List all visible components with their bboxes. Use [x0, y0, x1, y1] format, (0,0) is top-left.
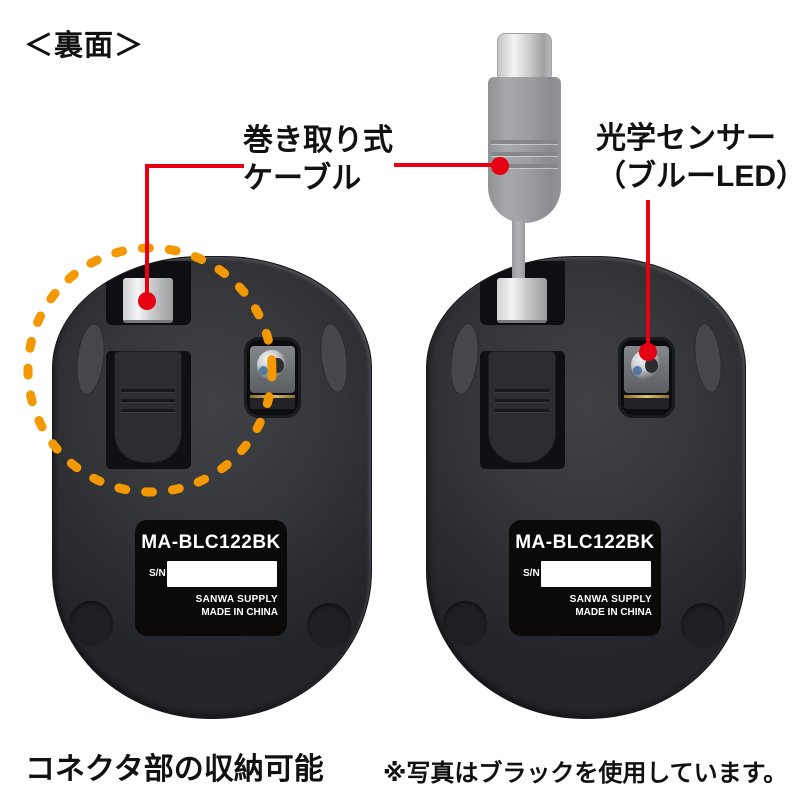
cover-groove — [121, 389, 175, 392]
retractable-cable — [512, 221, 525, 278]
sensor-gold-line — [624, 395, 669, 398]
color-note-caption: ※写真はブラックを使用しています。 — [383, 760, 788, 787]
origin-text: MADE IN CHINA — [201, 607, 278, 618]
serial-row: S/N — [509, 561, 661, 587]
brand-name: SANWA SUPPLY — [569, 594, 652, 605]
storage-highlight-circle — [23, 243, 277, 497]
serial-row: S/N — [135, 561, 287, 587]
optical-sensor-label-line1: 光学センサー — [596, 122, 776, 155]
usb-grip-ridge — [491, 152, 558, 156]
docked-usb-plug — [497, 278, 547, 323]
usb-grip-ridge — [491, 164, 558, 168]
glide-foot — [446, 321, 483, 397]
usb-c-metal-tip — [497, 33, 552, 78]
model-number: MA-BLC122BK — [515, 532, 655, 553]
serial-label: S/N — [523, 568, 540, 579]
sensor-reflector — [624, 395, 669, 409]
mouse-bottom-right: MA-BLC122BK S/N SANWA SUPPLY MADE IN CHI… — [426, 256, 746, 719]
callout-line-cable-right — [394, 163, 502, 167]
cover-groove — [495, 389, 549, 392]
serial-label: S/N — [149, 568, 166, 579]
callout-line-sensor — [646, 200, 650, 353]
model-number: MA-BLC122BK — [141, 532, 281, 553]
product-label: MA-BLC122BK S/N SANWA SUPPLY MADE IN CHI… — [135, 520, 287, 636]
glide-foot — [681, 603, 725, 649]
origin-text: MADE IN CHINA — [575, 607, 652, 618]
glide-foot — [69, 601, 113, 647]
optical-sensor-label-line2: （ブルーLED） — [596, 160, 800, 193]
cover-groove — [495, 399, 549, 402]
glide-foot — [307, 603, 351, 649]
cover-groove — [121, 399, 175, 402]
back-view-heading: ＜裏面＞ — [24, 30, 145, 62]
serial-blank-field — [167, 561, 277, 587]
usb-c-connector-body — [488, 77, 561, 223]
serial-blank-field — [541, 561, 651, 587]
blue-led-glint — [633, 366, 642, 375]
connector-cover — [488, 351, 556, 463]
product-label: MA-BLC122BK S/N SANWA SUPPLY MADE IN CHI… — [509, 520, 661, 636]
mouse-body-shell: MA-BLC122BK S/N SANWA SUPPLY MADE IN CHI… — [426, 256, 746, 719]
blue-led-glint — [259, 366, 268, 375]
sensor-reflector — [250, 395, 295, 409]
optical-sensor-window — [244, 337, 301, 418]
callout-dot-stored-plug — [138, 292, 156, 310]
optical-sensor-label: 光学センサー （ブルーLED） — [596, 120, 800, 196]
mouse-body-shell: MA-BLC122BK S/N SANWA SUPPLY MADE IN CHI… — [52, 256, 372, 719]
cover-groove — [495, 409, 549, 412]
mouse-bottom-left: MA-BLC122BK S/N SANWA SUPPLY MADE IN CHI… — [52, 256, 372, 719]
glide-foot — [316, 321, 352, 395]
retractable-cable-label: 巻き取り式 ケーブル — [243, 122, 393, 198]
usb-grip-ridge — [491, 140, 558, 144]
retractable-cable-label-line1: 巻き取り式 — [243, 124, 393, 157]
callout-dot-usb-connector — [491, 157, 509, 175]
brand-name: SANWA SUPPLY — [195, 594, 278, 605]
connector-cover — [114, 351, 182, 463]
glide-foot — [443, 601, 487, 647]
cover-groove — [121, 409, 175, 412]
callout-dot-sensor — [639, 343, 657, 361]
sensor-lens-pupil — [645, 358, 658, 373]
retractable-cable-label-line2: ケーブル — [243, 162, 362, 195]
callout-line-cable-left — [145, 164, 244, 168]
storage-caption: コネクタ部の収納可能 — [25, 753, 324, 786]
callout-line-cable-down — [145, 164, 149, 302]
glide-foot — [690, 321, 726, 395]
